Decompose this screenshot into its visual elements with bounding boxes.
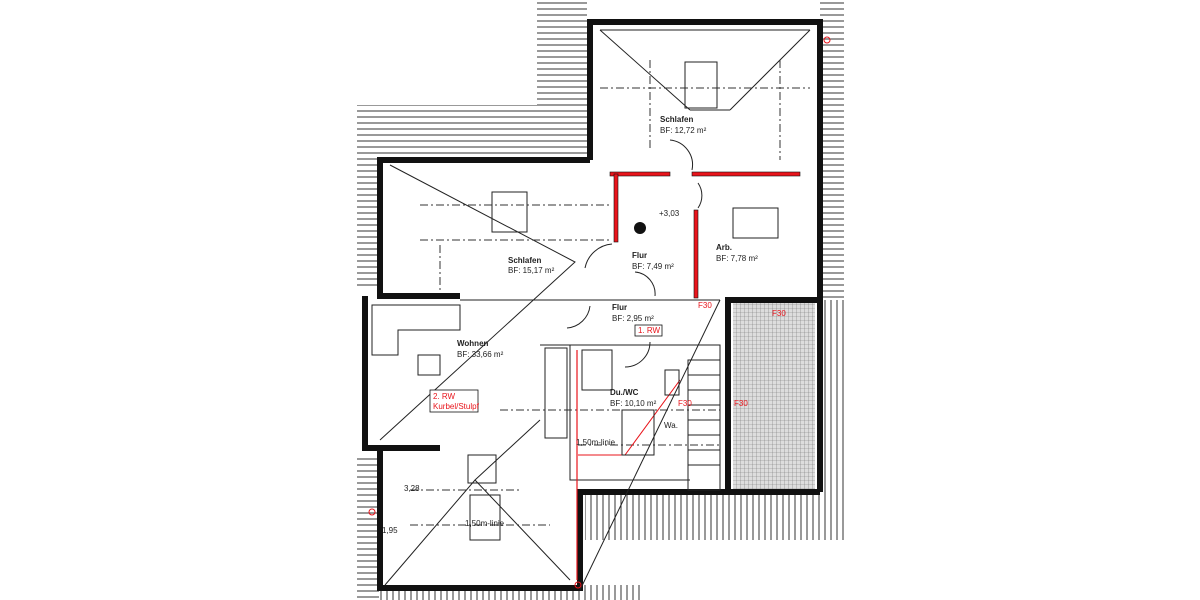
kitchen-counter xyxy=(544,347,568,439)
f30-label: F30 xyxy=(734,399,748,408)
dining-table xyxy=(467,454,497,484)
furniture xyxy=(371,61,779,541)
bathtub xyxy=(621,409,655,456)
dining-bench xyxy=(469,494,501,541)
room-name: Wohnen xyxy=(457,339,489,348)
rw2-label: 2. RW xyxy=(433,392,456,401)
room-name: Flur xyxy=(612,303,627,312)
shower xyxy=(581,349,613,391)
line-150-label: 1,50m-linie xyxy=(576,438,616,447)
sofa xyxy=(371,304,461,356)
room-area: BF: 7,78 m² xyxy=(716,254,758,263)
f30-label: F30 xyxy=(698,301,712,310)
staircase xyxy=(687,359,721,491)
room-area: BF: 33,66 m² xyxy=(457,350,504,359)
room-area: BF: 7,49 m² xyxy=(632,262,674,271)
room-area: BF: 10,10 m² xyxy=(610,399,657,408)
room-name: Arb. xyxy=(716,243,732,252)
roof-lines xyxy=(379,29,811,591)
room-area: BF: 15,17 m² xyxy=(508,266,555,275)
roof-hatching xyxy=(357,0,845,600)
dimension-label: 1,95 xyxy=(382,526,398,535)
doors xyxy=(566,139,703,368)
room-name: Du./WC xyxy=(610,388,639,397)
dimension-label: 3,28 xyxy=(404,484,420,493)
bed-2 xyxy=(491,191,528,233)
f30-label: F30 xyxy=(772,309,786,318)
outer-walls xyxy=(362,19,823,591)
line-150-label: 1,50m-linie xyxy=(465,519,505,528)
rw1-box xyxy=(634,324,663,337)
washer-label: Wa. xyxy=(664,421,678,430)
room-name: Schlafen xyxy=(508,256,541,265)
desk xyxy=(732,207,779,239)
table-small xyxy=(417,354,441,376)
chimney-marker xyxy=(634,222,646,234)
room-name: Schlafen xyxy=(660,115,693,124)
dash-lines xyxy=(410,60,810,526)
f30-label: F30 xyxy=(678,399,692,408)
rw2-label-2: Kurbel/Stulpf xyxy=(433,402,480,411)
rw2-box xyxy=(429,389,479,413)
rw1-label: 1. RW xyxy=(638,326,661,335)
height-mark: +3,03 xyxy=(659,209,680,218)
balcony xyxy=(733,302,815,490)
room-name: Flur xyxy=(632,251,647,260)
room-area: BF: 2,95 m² xyxy=(612,314,654,323)
bed-1 xyxy=(684,61,718,109)
sink xyxy=(664,369,680,396)
room-area: BF: 12,72 m² xyxy=(660,126,707,135)
